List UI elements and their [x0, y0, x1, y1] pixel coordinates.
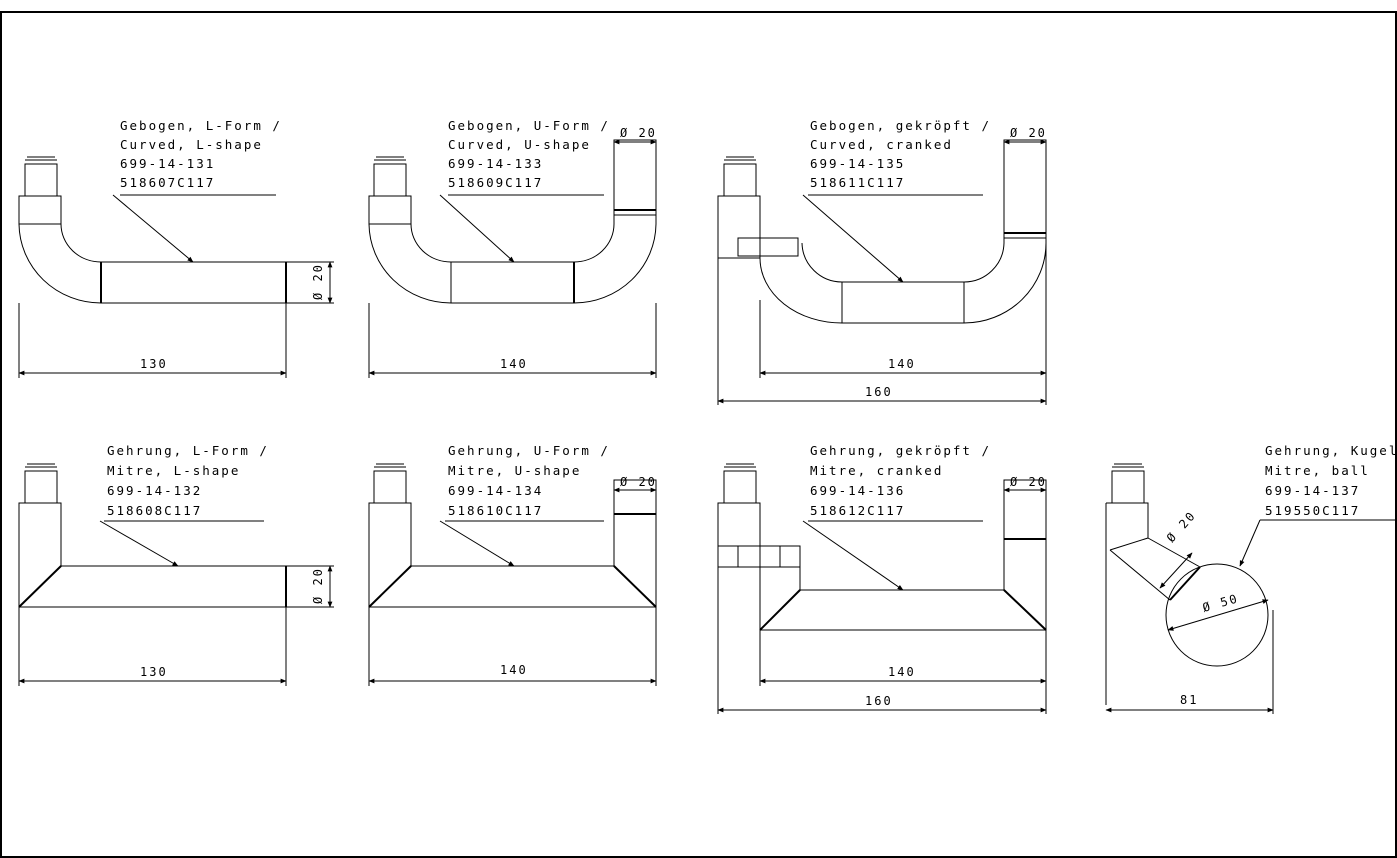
label-line-3: 699-14-133: [448, 156, 543, 171]
handle-body: [368, 479, 657, 608]
crank-block: [717, 545, 801, 568]
rosette: [373, 156, 407, 197]
label-block-mitre-u: Gehrung, U-Form / Mitre, U-shape 699-14-…: [448, 443, 610, 518]
leader-arrow: [439, 194, 515, 263]
dim-length: 140: [500, 663, 528, 677]
drawing-mitre-cranked: Gehrung, gekröpft / Mitre, cranked 699-1…: [717, 443, 1047, 714]
label-line-1: Gebogen, U-Form /: [448, 118, 610, 133]
crank-block: [737, 237, 799, 257]
drawing-mitre-u-shape: Gehrung, U-Form / Mitre, U-shape 699-14-…: [368, 443, 657, 686]
dim-diameter: Ø 20: [1010, 475, 1047, 489]
dim-length: 81: [1180, 693, 1198, 707]
label-block-mitre-ball: Gehrung, Kugel/ Mitre, ball 699-14-137 5…: [1265, 443, 1397, 518]
label-block-curved-cranked: Gebogen, gekröpft / Curved, cranked 699-…: [810, 118, 991, 190]
label-line-4: 518608C117: [107, 503, 202, 518]
label-line-4: 519550C117: [1265, 503, 1360, 518]
label-block-mitre-l: Gehrung, L-Form / Mitre, L-shape 699-14-…: [107, 443, 269, 518]
dim-diameter: Ø 20: [620, 126, 657, 140]
rosette: [723, 156, 757, 197]
rosette: [723, 463, 757, 504]
label-line-2: Curved, cranked: [810, 137, 953, 152]
label-line-2: Curved, L-shape: [120, 137, 263, 152]
dim-outer-length: 160: [865, 694, 893, 708]
rosette: [1111, 463, 1145, 504]
label-line-1: Gebogen, L-Form /: [120, 118, 282, 133]
handle-neck: [1105, 502, 1149, 705]
leader-arrow: [1239, 519, 1261, 567]
label-line-1: Gehrung, L-Form /: [107, 443, 269, 458]
label-block-curved-l: Gebogen, L-Form / Curved, L-shape 699-14…: [120, 118, 282, 190]
handle-body: [18, 223, 287, 304]
label-line-1: Gebogen, gekröpft /: [810, 118, 991, 133]
rosette: [373, 463, 407, 504]
label-line-2: Curved, U-shape: [448, 137, 591, 152]
label-line-4: 518610C117: [448, 503, 543, 518]
label-line-1: Gehrung, gekröpft /: [810, 443, 991, 458]
label-line-4: 518611C117: [810, 175, 905, 190]
label-line-1: Gehrung, U-Form /: [448, 443, 610, 458]
handle-body: [18, 502, 287, 608]
dim-length: 130: [140, 357, 168, 371]
leader-arrow: [802, 520, 904, 591]
drawing-curved-u-shape: Gebogen, U-Form / Curved, U-shape 699-14…: [368, 118, 657, 378]
label-block-mitre-cranked: Gehrung, gekröpft / Mitre, cranked 699-1…: [810, 443, 991, 518]
rosette: [24, 156, 58, 197]
label-line-4: 518609C117: [448, 175, 543, 190]
label-line-2: Mitre, L-shape: [107, 463, 240, 478]
dim-inner-length: 140: [888, 665, 916, 679]
dim-ball-diameter: Ø 50: [1201, 591, 1240, 615]
handle-body: [759, 139, 1047, 324]
label-line-1: Gehrung, Kugel/: [1265, 443, 1397, 458]
leader-arrow: [112, 194, 194, 263]
drawing-curved-cranked: Gebogen, gekröpft / Curved, cranked 699-…: [717, 118, 1047, 405]
handle-body: [759, 479, 1047, 631]
leader-arrow: [99, 520, 179, 567]
dim-diameter: Ø 20: [311, 263, 325, 300]
label-line-3: 699-14-136: [810, 483, 905, 498]
handle-body: [368, 139, 657, 304]
dim-outer-length: 160: [865, 385, 893, 399]
dim-length: 130: [140, 665, 168, 679]
label-line-2: Mitre, cranked: [810, 463, 943, 478]
label-line-4: 518612C117: [810, 503, 905, 518]
label-line-3: 699-14-135: [810, 156, 905, 171]
dim-inner-length: 140: [888, 357, 916, 371]
dim-diameter: Ø 20: [1164, 508, 1199, 545]
label-line-2: Mitre, U-shape: [448, 463, 581, 478]
drawing-frame: [0, 11, 1397, 858]
drawing-curved-l-shape: Gebogen, L-Form / Curved, L-shape 699-14…: [18, 118, 334, 378]
dim-length: 140: [500, 357, 528, 371]
dim-diameter: Ø 20: [1010, 126, 1047, 140]
dim-diameter: Ø 20: [620, 475, 657, 489]
label-line-4: 518607C117: [120, 175, 215, 190]
rosette: [24, 463, 58, 504]
leader-arrow: [802, 194, 904, 283]
label-line-3: 699-14-134: [448, 483, 543, 498]
label-line-3: 699-14-137: [1265, 483, 1360, 498]
leader-arrow: [439, 520, 515, 567]
drawing-mitre-l-shape: Gehrung, L-Form / Mitre, L-shape 699-14-…: [18, 443, 334, 686]
dim-diameter: Ø 20: [311, 567, 325, 604]
drawing-mitre-ball: Gehrung, Kugel/ Mitre, ball 699-14-137 5…: [1105, 443, 1397, 714]
label-line-2: Mitre, ball: [1265, 463, 1370, 478]
label-line-3: 699-14-131: [120, 156, 215, 171]
label-block-curved-u: Gebogen, U-Form / Curved, U-shape 699-14…: [448, 118, 610, 190]
label-line-3: 699-14-132: [107, 483, 202, 498]
